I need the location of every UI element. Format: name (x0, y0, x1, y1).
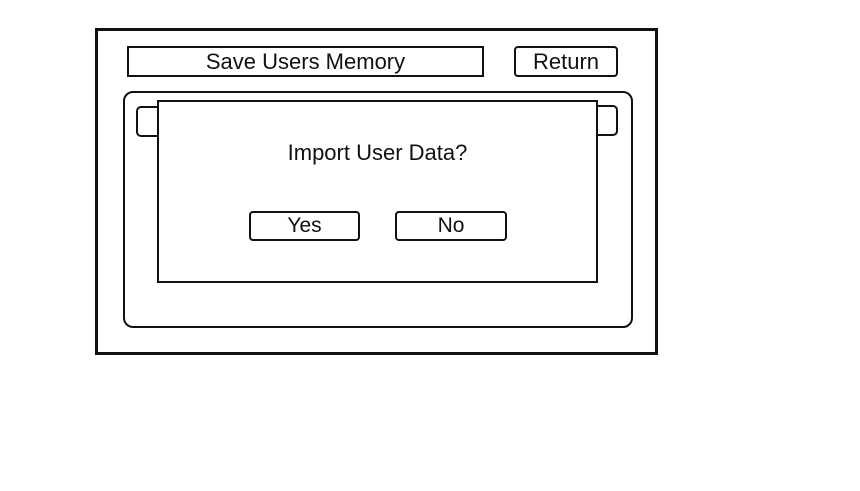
import-user-data-dialog: Import User Data? Yes No (157, 100, 598, 283)
screen-title: Save Users Memory (205, 48, 406, 74)
yes-button-label: Yes (287, 214, 322, 237)
return-button[interactable]: Return (514, 46, 618, 77)
no-button[interactable]: No (395, 211, 507, 241)
return-button-label: Return (532, 48, 600, 74)
screen-title-box: Save Users Memory (127, 46, 484, 77)
dialog-prompt: Import User Data? (287, 140, 468, 165)
no-button-label: No (437, 214, 465, 237)
yes-button[interactable]: Yes (249, 211, 360, 241)
